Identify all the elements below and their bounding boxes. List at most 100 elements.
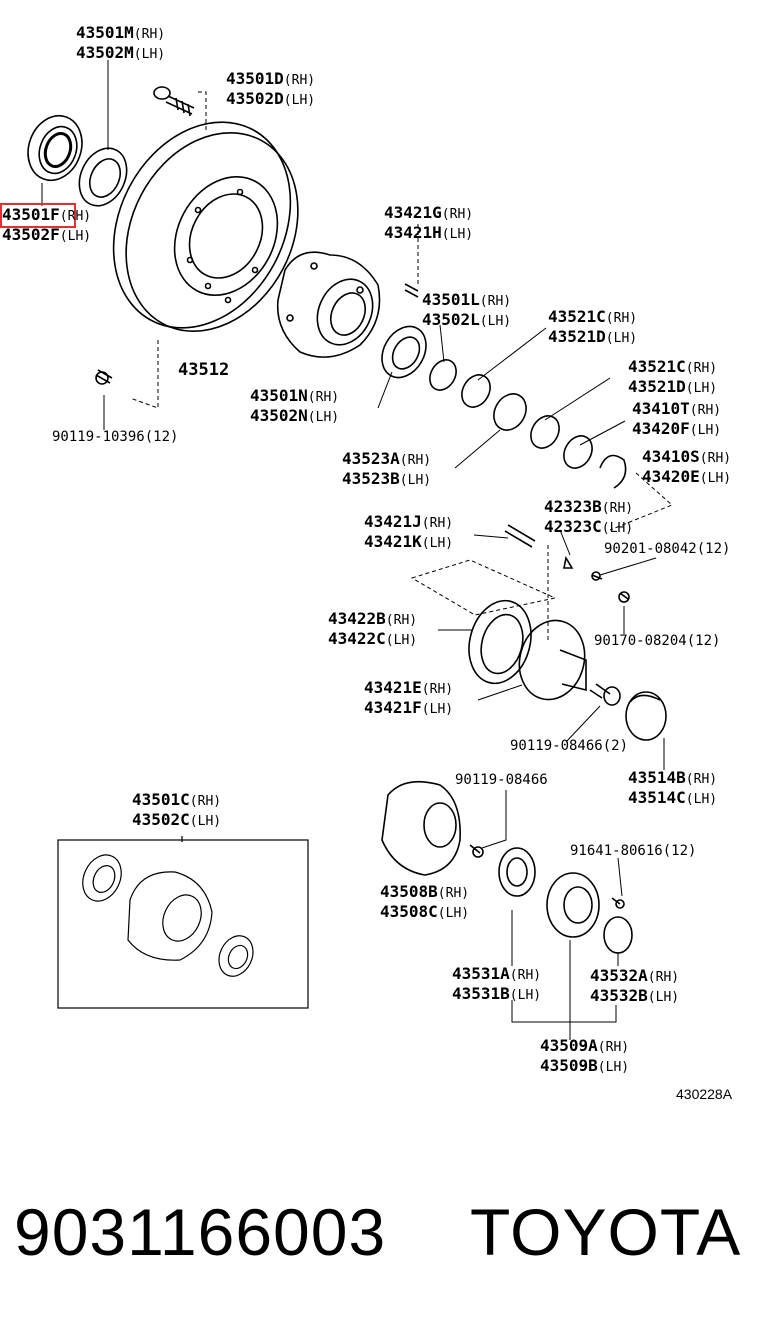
part-code: 43421G — [384, 203, 442, 222]
part-label-rh[interactable]: 43514B(RH) — [628, 769, 717, 789]
part-label-lh[interactable]: 43421K(LH) — [364, 533, 453, 553]
part-label-rh[interactable]: 43521C(RH) — [548, 308, 637, 328]
part-code: 43521D — [548, 327, 606, 346]
washer-part — [563, 435, 593, 469]
part-label-lh[interactable]: 43420F(LH) — [632, 420, 721, 440]
part-code: 43523B — [342, 469, 400, 488]
part-label-pair[interactable]: 42323B(RH)42323C(LH) — [544, 498, 633, 538]
part-label-lh[interactable]: 43502N(LH) — [250, 407, 339, 427]
part-label-rh[interactable]: 43508B(RH) — [380, 883, 469, 903]
part-label-pair[interactable]: 43501F(RH)43502F(LH) — [2, 206, 91, 246]
nut-08204-label[interactable]: 90170-08204(12) — [594, 633, 721, 649]
part-label-pair[interactable]: 43521C(RH)43521D(LH) — [548, 308, 637, 348]
part-code: 43514B — [628, 768, 686, 787]
part-label-pair[interactable]: 43521C(RH)43521D(LH) — [628, 358, 717, 398]
nut-80616-label[interactable]: 91641-80616(12) — [570, 843, 697, 859]
bolt-10396-label[interactable]: 90119-10396(12) — [52, 429, 179, 445]
part-label-rh[interactable]: 43422B(RH) — [328, 610, 417, 630]
part-label-pair[interactable]: 43508B(RH)43508C(LH) — [380, 883, 469, 923]
part-label-rh[interactable]: 43532A(RH) — [590, 967, 679, 987]
part-label-rh[interactable]: 43501M(RH) — [76, 24, 165, 44]
part-label-lh[interactable]: 43531B(LH) — [452, 985, 541, 1005]
part-label-lh[interactable]: 43521D(LH) — [628, 378, 717, 398]
part-label-pair[interactable]: 43514B(RH)43514C(LH) — [628, 769, 717, 809]
part-label-pair[interactable]: 43501L(RH)43502L(LH) — [422, 291, 511, 331]
side-indicator: (LH) — [307, 410, 340, 425]
part-label-lh[interactable]: 43502M(LH) — [76, 44, 165, 64]
part-label-lh[interactable]: 43422C(LH) — [328, 630, 417, 650]
part-label-rh[interactable]: 43523A(RH) — [342, 450, 431, 470]
part-label-rh[interactable]: 43421E(RH) — [364, 679, 453, 699]
side-indicator: (LH) — [385, 633, 418, 648]
exploded-view-drawing — [27, 60, 673, 1040]
bolt-08466-2-label[interactable]: 90119-08466(2) — [510, 738, 629, 754]
part-label-pair[interactable]: 43422B(RH)43422C(LH) — [328, 610, 417, 650]
part-label-pair[interactable]: 43509A(RH)43509B(LH) — [540, 1037, 629, 1077]
part-label-lh[interactable]: 43523B(LH) — [342, 470, 431, 490]
side-indicator: (RH) — [421, 516, 454, 531]
part-label-rh[interactable]: 43501D(RH) — [226, 70, 315, 90]
highlight-box — [0, 203, 76, 228]
disc-label[interactable]: 43512 — [178, 360, 230, 380]
part-label-lh[interactable]: 43502L(LH) — [422, 311, 511, 331]
part-label-pair[interactable]: 43410S(RH)43420E(LH) — [642, 448, 731, 488]
side-indicator: (RH) — [421, 682, 454, 697]
part-code: 43531B — [452, 984, 510, 1003]
part-code: 43502D — [226, 89, 284, 108]
part-label-lh[interactable]: 43502F(LH) — [2, 226, 91, 246]
part-label-lh[interactable]: 43502C(LH) — [132, 811, 221, 831]
part-label-lh[interactable]: 43514C(LH) — [628, 789, 717, 809]
part-label-rh[interactable]: 43421J(RH) — [364, 513, 453, 533]
part-label-pair[interactable]: 43501N(RH)43502N(LH) — [250, 387, 339, 427]
part-label-pair[interactable]: 43501M(RH)43502M(LH) — [76, 24, 165, 64]
stud-part — [504, 524, 536, 548]
side-indicator: (RH) — [437, 886, 470, 901]
part-code: 42323C — [544, 517, 602, 536]
part-label-rh[interactable]: 42323B(RH) — [544, 498, 633, 518]
part-code: 43502L — [422, 310, 480, 329]
inset-box — [57, 836, 309, 1009]
part-code: 42323B — [544, 497, 602, 516]
part-label-rh[interactable]: 43421G(RH) — [384, 204, 473, 224]
part-label-lh[interactable]: 43502D(LH) — [226, 90, 315, 110]
part-label-lh[interactable]: 43421F(LH) — [364, 699, 453, 719]
part-label-rh[interactable]: 43410T(RH) — [632, 400, 721, 420]
part-label-lh[interactable]: 43421H(LH) — [384, 224, 473, 244]
part-label-rh[interactable]: 43521C(RH) — [628, 358, 717, 378]
part-label-rh[interactable]: 43501L(RH) — [422, 291, 511, 311]
part-label-pair[interactable]: 43501C(RH)43502C(LH) — [132, 791, 221, 831]
part-label-pair[interactable]: 43532A(RH)43532B(LH) — [590, 967, 679, 1007]
side-indicator: (RH) — [479, 294, 512, 309]
seal-ring-part — [429, 359, 457, 391]
part-code: 43501L — [422, 290, 480, 309]
side-indicator: (RH) — [509, 968, 542, 983]
part-label-pair[interactable]: 43523A(RH)43523B(LH) — [342, 450, 431, 490]
part-label-rh[interactable]: 43410S(RH) — [642, 448, 731, 468]
washer-08042-label[interactable]: 90201-08042(12) — [604, 541, 731, 557]
part-label-lh[interactable]: 43509B(LH) — [540, 1057, 629, 1077]
part-label-rh[interactable]: 43501F(RH) — [2, 206, 91, 226]
part-label-lh[interactable]: 43532B(LH) — [590, 987, 679, 1007]
part-label-pair[interactable]: 43501D(RH)43502D(LH) — [226, 70, 315, 110]
part-label-pair[interactable]: 43421G(RH)43421H(LH) — [384, 204, 473, 244]
part-label-pair[interactable]: 43421E(RH)43421F(LH) — [364, 679, 453, 719]
diagram-code: 430228A — [676, 1086, 733, 1102]
bolt-08466-label[interactable]: 90119-08466 — [455, 772, 548, 788]
knock-pin-part — [404, 283, 419, 298]
part-code: 43501F — [2, 205, 60, 224]
hub-gasket-part — [498, 847, 536, 897]
part-label-lh[interactable]: 42323C(LH) — [544, 518, 633, 538]
part-label-pair[interactable]: 43410T(RH)43420F(LH) — [632, 400, 721, 440]
side-indicator: (RH) — [647, 970, 680, 985]
part-label-lh[interactable]: 43420E(LH) — [642, 468, 731, 488]
part-label-lh[interactable]: 43508C(LH) — [380, 903, 469, 923]
part-label-pair[interactable]: 43421J(RH)43421K(LH) — [364, 513, 453, 553]
part-label-rh[interactable]: 43501N(RH) — [250, 387, 339, 407]
part-label-rh[interactable]: 43531A(RH) — [452, 965, 541, 985]
part-label-rh[interactable]: 43501C(RH) — [132, 791, 221, 811]
part-code: 43501N — [250, 386, 308, 405]
part-code: 43501C — [132, 790, 190, 809]
part-label-rh[interactable]: 43509A(RH) — [540, 1037, 629, 1057]
part-label-pair[interactable]: 43531A(RH)43531B(LH) — [452, 965, 541, 1005]
part-label-lh[interactable]: 43521D(LH) — [548, 328, 637, 348]
